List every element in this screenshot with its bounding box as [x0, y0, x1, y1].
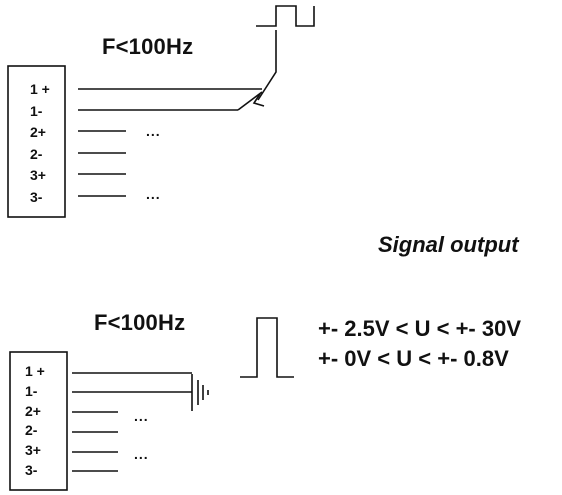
top-pulse-signal	[256, 5, 315, 27]
bottom-terminal-labels: 1 + 1- 2+ 2- 3+ 3-	[25, 362, 45, 481]
signal-output-caption: Signal output	[378, 232, 519, 257]
top-terminal-block	[7, 65, 66, 218]
top-terminal-3-minus: 3-	[30, 188, 43, 205]
bottom-ellipsis-a: ...	[134, 408, 149, 424]
top-terminal-3-plus: 3+	[30, 167, 46, 183]
top-terminal-1-minus: 1-	[30, 102, 43, 119]
switch-actuator-line	[257, 30, 277, 101]
top-terminal-2-minus: 2-	[30, 145, 43, 162]
bottom-terminal-1-plus: 1 +	[25, 363, 45, 379]
bottom-terminal-2-plus: 2+	[25, 402, 41, 419]
voltage-range-high: +- 2.5V < U < +- 30V	[318, 316, 522, 341]
top-terminal-2-plus: 2+	[30, 124, 46, 140]
voltage-range-low: +- 0V < U < +- 0.8V	[318, 346, 509, 371]
top-frequency-label: F<100Hz	[102, 34, 194, 59]
bottom-terminal-2-minus: 2-	[25, 422, 38, 439]
bottom-terminal-3-plus: 3+	[25, 442, 41, 459]
switch-arrow-head	[252, 93, 265, 107]
bottom-ellipsis-b: ...	[134, 446, 149, 462]
bottom-terminal-3-minus: 3-	[25, 461, 38, 478]
bottom-pulse-signal	[240, 317, 294, 378]
top-terminal-1-plus: 1 +	[30, 81, 50, 97]
top-ellipsis-a: ...	[146, 123, 161, 139]
bottom-terminal-block	[9, 351, 68, 491]
bottom-terminal-1-minus: 1-	[25, 382, 38, 399]
top-terminal-labels: 1 + 1- 2+ 2- 3+ 3-	[30, 79, 50, 208]
top-ellipsis-b: ...	[146, 186, 161, 202]
bottom-frequency-label: F<100Hz	[94, 310, 186, 335]
switch-contact	[237, 91, 263, 111]
